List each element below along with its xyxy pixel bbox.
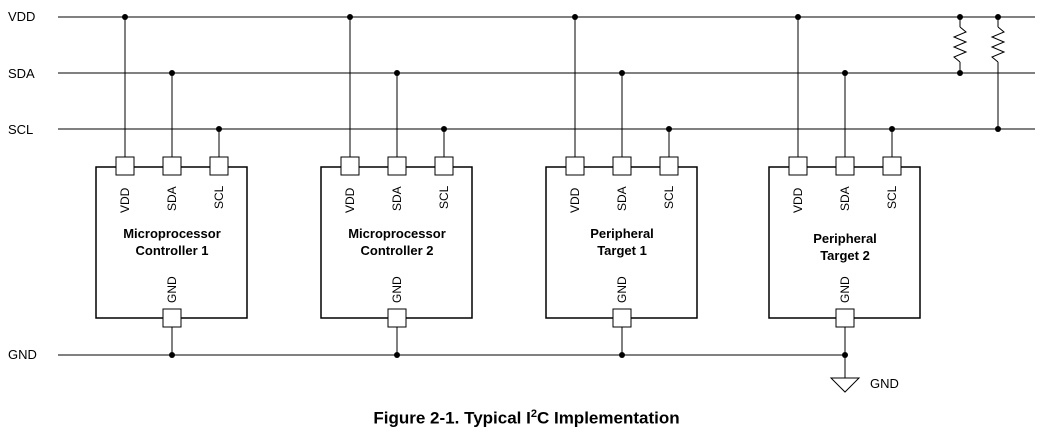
pin-label-scl: SCL [437, 185, 451, 209]
pin-label-sda: SDA [165, 186, 179, 211]
pin-sda [835, 156, 855, 176]
pin-label-gnd: GND [390, 276, 404, 303]
device-label-line2: Controller 2 [361, 243, 434, 258]
device-microprocessor-controller-1: VDD SDA SCL Microprocessor Controller 1 … [95, 14, 248, 358]
pullup-resistor-scl [990, 14, 1006, 132]
pin-label-gnd: GND [615, 276, 629, 303]
pin-scl [209, 156, 229, 176]
device-label-line2: Target 1 [597, 243, 647, 258]
pin-scl [659, 156, 679, 176]
pin-gnd [162, 308, 182, 328]
bus-label-vdd: VDD [8, 9, 35, 24]
pin-vdd [115, 156, 135, 176]
pin-vdd [565, 156, 585, 176]
device-microprocessor-controller-2: VDD SDA SCL Microprocessor Controller 2 … [320, 14, 473, 358]
pin-scl [882, 156, 902, 176]
pin-label-sda: SDA [390, 186, 404, 211]
caption-superscript: 2 [530, 408, 537, 420]
pin-gnd [835, 308, 855, 328]
pin-label-vdd: VDD [118, 187, 132, 213]
pin-sda [387, 156, 407, 176]
device-label-line1: Peripheral [813, 231, 877, 246]
i2c-diagram: VDD SDA SCL GND VDD SDA SCL Microproces [8, 9, 1035, 393]
pin-label-gnd: GND [838, 276, 852, 303]
pin-label-scl: SCL [212, 185, 226, 209]
device-label-line2: Controller 1 [136, 243, 209, 258]
pin-label-sda: SDA [615, 186, 629, 211]
pin-label-vdd: VDD [791, 187, 805, 213]
pin-vdd [340, 156, 360, 176]
pin-vdd [788, 156, 808, 176]
device-label-line1: Peripheral [590, 226, 654, 241]
pin-label-sda: SDA [838, 186, 852, 211]
pin-sda [612, 156, 632, 176]
figure-caption: Figure 2-1. Typical I2C Implementation [0, 408, 1053, 429]
pin-label-scl: SCL [885, 185, 899, 209]
caption-suffix: C Implementation [536, 408, 680, 428]
pin-sda [162, 156, 182, 176]
device-label-line2: Target 2 [820, 248, 870, 263]
device-peripheral-target-2: VDD SDA SCL Peripheral Target 2 GND [768, 14, 921, 378]
device-label-line1: Microprocessor [123, 226, 221, 241]
device-label-line1: Microprocessor [348, 226, 446, 241]
pin-label-scl: SCL [662, 185, 676, 209]
pullup-resistor-sda [952, 14, 968, 76]
pin-scl [434, 156, 454, 176]
pin-gnd [387, 308, 407, 328]
bus-label-scl: SCL [8, 122, 33, 137]
bus-label-sda: SDA [8, 66, 35, 81]
pin-label-vdd: VDD [568, 187, 582, 213]
device-peripheral-target-1: VDD SDA SCL Peripheral Target 1 GND [545, 14, 698, 358]
ground-symbol-label: GND [870, 376, 899, 391]
pin-gnd [612, 308, 632, 328]
pin-label-vdd: VDD [343, 187, 357, 213]
caption-prefix: Figure 2-1. Typical I [373, 408, 531, 428]
bus-label-gnd: GND [8, 347, 37, 362]
ground-symbol [829, 377, 861, 393]
pin-label-gnd: GND [165, 276, 179, 303]
